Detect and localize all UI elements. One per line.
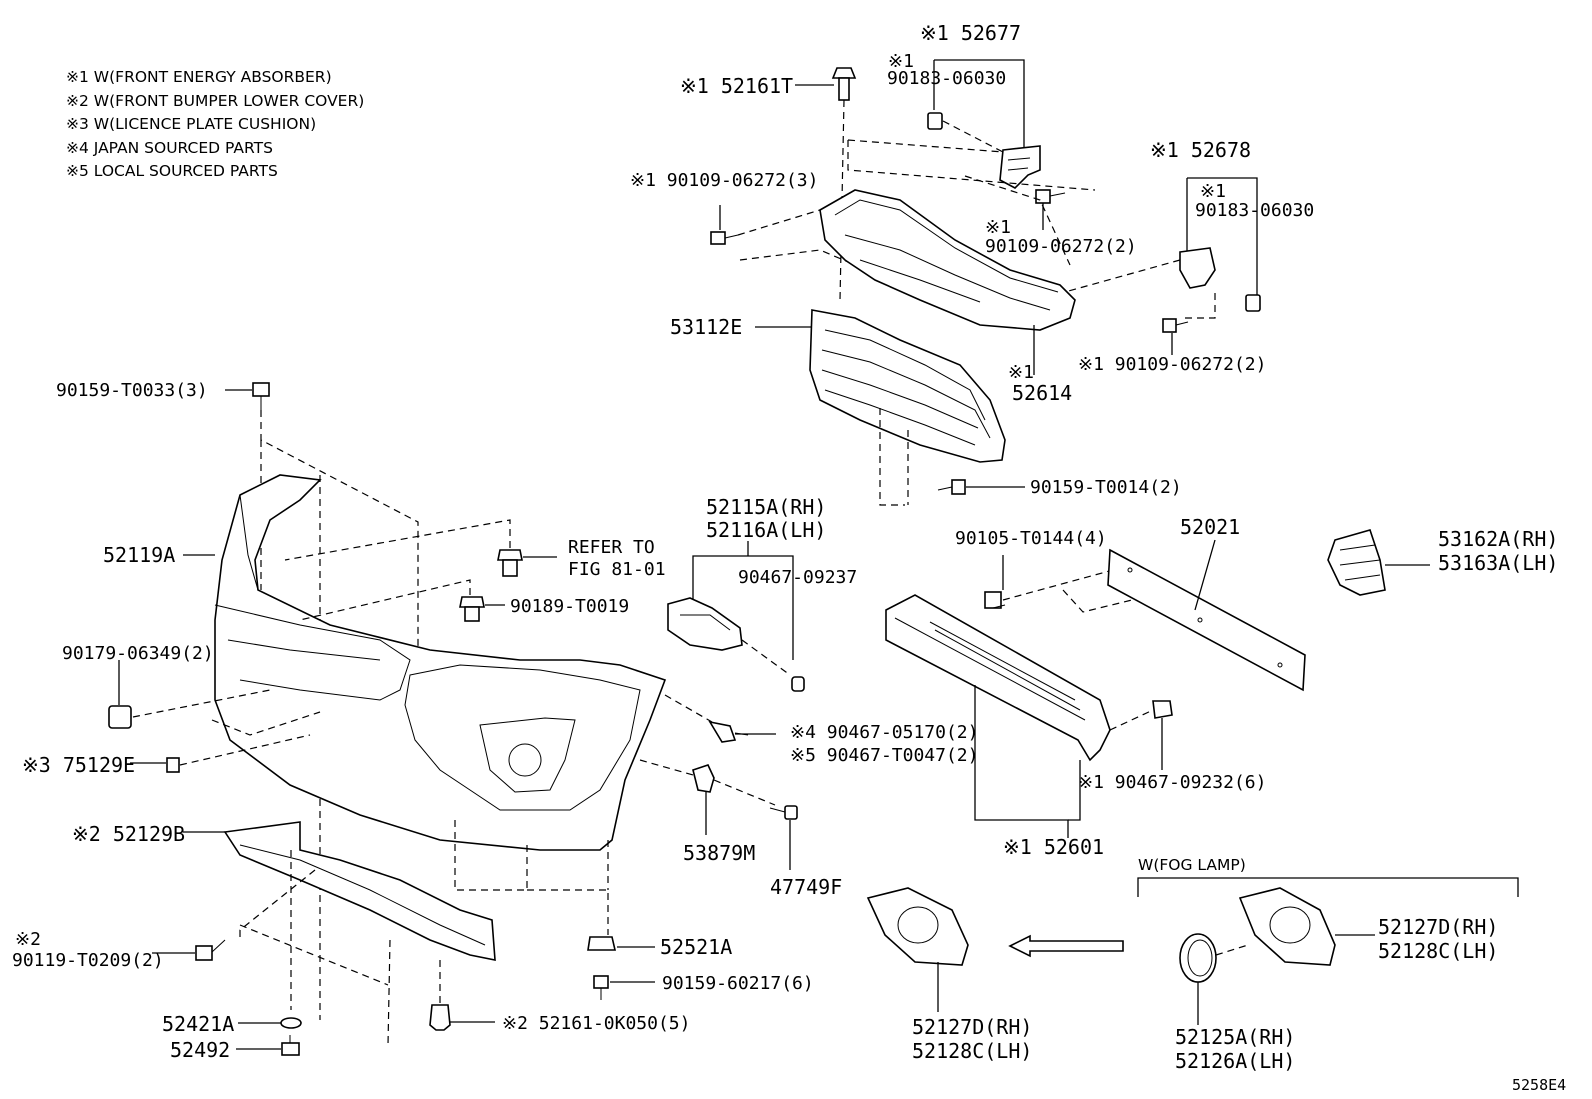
foglamp-bracket — [1137, 877, 1519, 897]
label-90189-T0019: 90189-T0019 — [510, 596, 629, 617]
label-90159-60217: 90159-60217(6) — [662, 973, 814, 994]
label-90109-middle-mark: ※1 — [985, 217, 1011, 238]
reinforcement-52021 — [1107, 548, 1306, 692]
label-52678: ※1 52678 — [1150, 138, 1251, 162]
bolt-90109-right — [1162, 318, 1189, 333]
clip-90183-top — [927, 112, 943, 130]
clip-90467-05170 — [708, 720, 749, 743]
label-52521A: 52521A — [660, 935, 732, 959]
label-52126A: 52126A(LH) — [1175, 1049, 1295, 1073]
bolt-90159-60217 — [593, 975, 609, 1000]
label-52614: 52614 — [1012, 381, 1072, 405]
bolt-90105-T0144 — [984, 591, 1006, 609]
clip-refer-fig — [497, 549, 523, 577]
label-52129B: ※2 52129B — [72, 822, 185, 846]
legend: ※1 W(FRONT ENERGY ABSORBER) ※2 W(FRONT B… — [66, 66, 364, 184]
leader-52677 — [933, 59, 1025, 150]
clip-53879M — [692, 764, 715, 793]
bolt-52492 — [281, 1035, 300, 1056]
bolt-90119-T0209 — [195, 939, 226, 961]
leader-52115A — [692, 555, 794, 660]
label-90183-top-mark: ※1 — [888, 51, 914, 72]
label-refer-fig: FIG 81-01 — [568, 559, 666, 580]
label-90119-mark: ※2 — [15, 929, 41, 950]
legend-item: ※1 W(FRONT ENERGY ABSORBER) — [66, 68, 332, 86]
fog-lamp-52125A — [1179, 933, 1217, 983]
clip-90183-right — [1245, 294, 1261, 312]
label-52115A: 52115A(RH) — [706, 495, 826, 519]
bolt-90109-left — [710, 231, 739, 245]
label-90183-right-mark: ※1 — [1200, 181, 1226, 202]
label-52161T: ※1 52161T — [680, 74, 793, 98]
label-52128C-left: 52128C(LH) — [912, 1039, 1032, 1063]
screw-47749F — [769, 805, 798, 820]
cover-52129B — [223, 821, 496, 961]
fog-cover-right — [1238, 887, 1336, 966]
label-90109-right: ※1 90109-06272(2) — [1078, 354, 1266, 375]
clip-52161-0K050 — [429, 1004, 451, 1031]
bracket-52677 — [999, 145, 1041, 189]
label-52116A: 52116A(LH) — [706, 518, 826, 542]
label-52021: 52021 — [1180, 515, 1240, 539]
label-53879M: 53879M — [683, 841, 755, 865]
bracket-52678 — [1179, 247, 1216, 289]
label-52127D-left: 52127D(RH) — [912, 1015, 1032, 1039]
arrow-left-icon — [1008, 934, 1124, 958]
label-52421A: 52421A — [162, 1012, 234, 1036]
cushion-75129E — [166, 757, 180, 773]
label-52128C-right: 52128C(LH) — [1378, 939, 1498, 963]
label-90183-top: 90183-06030 — [887, 68, 1006, 89]
bolt-90159-T0033 — [252, 382, 270, 410]
label-52601: ※1 52601 — [1003, 835, 1104, 859]
label-90183-right: 90183-06030 — [1195, 200, 1314, 221]
label-53162A: 53162A(RH) — [1438, 527, 1558, 551]
legend-item: ※5 LOCAL SOURCED PARTS — [66, 162, 278, 180]
clip-90189-T0019 — [459, 596, 485, 622]
fog-cover-left — [866, 887, 969, 966]
washer-52421A — [280, 1017, 302, 1029]
clip-90467-09232 — [1152, 700, 1173, 719]
label-90179-06349: 90179-06349(2) — [62, 643, 214, 664]
figure-id: 5258E4 — [1512, 1076, 1566, 1094]
label-90105-T0144: 90105-T0144(4) — [955, 528, 1107, 549]
label-53163A: 53163A(LH) — [1438, 551, 1558, 575]
label-90467-09237: 90467-09237 — [738, 567, 857, 588]
label-90467-T0047: ※5 90467-T0047(2) — [790, 745, 978, 766]
label-52119A: 52119A — [103, 543, 175, 567]
label-90467-05170: ※4 90467-05170(2) — [790, 722, 978, 743]
label-52125A: 52125A(RH) — [1175, 1025, 1295, 1049]
absorber-52601 — [885, 594, 1111, 762]
legend-item: ※2 W(FRONT BUMPER LOWER COVER) — [66, 91, 365, 110]
label-52492: 52492 — [170, 1038, 230, 1062]
label-90109-left: ※1 90109-06272(3) — [630, 170, 818, 191]
bolt-90109-middle — [1035, 189, 1066, 204]
bolt-90159-T0014 — [937, 479, 966, 495]
label-90159-T0033: 90159-T0033(3) — [56, 380, 208, 401]
label-fog-lamp: W(FOG LAMP) — [1138, 856, 1246, 874]
label-47749F: 47749F — [770, 875, 842, 899]
label-52614-mark: ※1 — [1008, 362, 1034, 383]
label-90159-T0014: 90159-T0014(2) — [1030, 477, 1182, 498]
legend-item: ※4 JAPAN SOURCED PARTS — [66, 138, 273, 157]
label-90119-T0209: 90119-T0209(2) — [12, 950, 164, 971]
label-52127D-right: 52127D(RH) — [1378, 915, 1498, 939]
label-refer-to: REFER TO — [568, 537, 655, 558]
legend-item: ※3 W(LICENCE PLATE CUSHION) — [66, 115, 317, 133]
clip-52161T — [831, 67, 857, 101]
absorber-52614 — [819, 189, 1076, 331]
label-53112E: 53112E — [670, 315, 742, 339]
label-90109-middle: 90109-06272(2) — [985, 236, 1137, 257]
bumper-cover-52119A — [214, 474, 667, 851]
retainer-52115A — [667, 597, 743, 651]
clip-52521A — [587, 936, 617, 951]
grille-53112E — [809, 309, 1006, 463]
label-52677: ※1 52677 — [920, 21, 1021, 45]
label-52161-0K050: ※2 52161-0K050(5) — [502, 1013, 690, 1034]
label-75129E: ※3 75129E — [22, 753, 135, 777]
screw-90467-09237 — [791, 676, 805, 692]
label-90467-09232: ※1 90467-09232(6) — [1078, 772, 1266, 793]
nut-90179 — [108, 705, 132, 729]
